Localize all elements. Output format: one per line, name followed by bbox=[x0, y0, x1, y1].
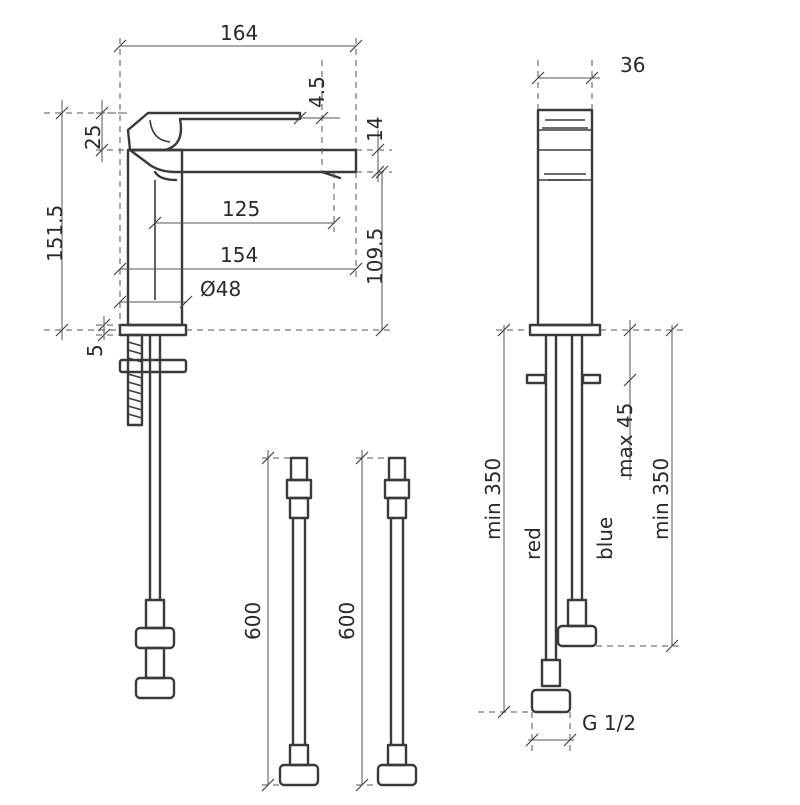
hose2-top-nut bbox=[383, 478, 411, 500]
dim-109-5: 109.5 bbox=[363, 228, 387, 285]
front-handle-lines bbox=[542, 119, 588, 129]
hose1-top-nut bbox=[285, 478, 313, 500]
dim-14: 14 bbox=[363, 117, 387, 142]
hose-crimp bbox=[144, 598, 166, 630]
front-view-faucet bbox=[525, 108, 602, 714]
hose1-bottom-nut bbox=[278, 763, 320, 787]
loose-hose-2 bbox=[376, 456, 418, 787]
hose1-top-fitting bbox=[289, 456, 309, 482]
front-base-plate bbox=[528, 323, 602, 337]
loose-hose-1 bbox=[278, 456, 320, 787]
spout-curve bbox=[153, 170, 178, 182]
hose2-bottom-nut bbox=[376, 763, 418, 787]
hose1-bottom-crimp bbox=[288, 743, 310, 767]
label-blue: blue bbox=[593, 517, 617, 560]
dim-164: 164 bbox=[220, 21, 258, 45]
front-view-dimensions: 36 min 350 red blue max 45 min 350 G 1/2 bbox=[478, 53, 684, 752]
side-view-dimensions: 164 4.5 25 151.5 14 109.5 125 bbox=[43, 21, 392, 357]
front-spout bbox=[537, 149, 593, 181]
hose-dimensions: 600 600 bbox=[241, 450, 388, 792]
dim-max-45: max 45 bbox=[613, 403, 637, 478]
dim-151-5: 151.5 bbox=[43, 205, 67, 262]
red-hose-crimp bbox=[540, 658, 562, 688]
dim-36: 36 bbox=[620, 53, 645, 77]
side-view-faucet bbox=[118, 111, 358, 700]
front-body bbox=[536, 108, 594, 327]
blue-hose-crimp bbox=[566, 598, 588, 628]
front-mount-nuts bbox=[525, 373, 602, 385]
hose1-top-crimp bbox=[288, 496, 310, 520]
front-handle-top bbox=[537, 109, 593, 131]
dim-4-5: 4.5 bbox=[305, 76, 329, 108]
red-hose-nut bbox=[530, 688, 572, 714]
dim-600-1: 600 bbox=[241, 602, 265, 640]
dim-5: 5 bbox=[83, 344, 107, 357]
dim-125: 125 bbox=[222, 197, 260, 221]
dim-154: 154 bbox=[220, 243, 258, 267]
dim-25: 25 bbox=[81, 125, 105, 150]
front-aerator bbox=[544, 173, 586, 181]
hose-nut-2 bbox=[134, 676, 176, 700]
spout bbox=[128, 148, 358, 174]
threaded-rod bbox=[126, 333, 144, 427]
dim-min-350-right: min 350 bbox=[649, 458, 673, 540]
label-red: red bbox=[521, 527, 545, 560]
rod-thread bbox=[127, 341, 143, 419]
hose2-top-crimp bbox=[386, 496, 408, 520]
dim-600-2: 600 bbox=[335, 602, 359, 640]
dim-min-350-left: min 350 bbox=[481, 458, 505, 540]
hose-crimp-2 bbox=[144, 646, 166, 680]
dim-g-1-2: G 1/2 bbox=[582, 711, 636, 735]
hose-nut-1 bbox=[134, 626, 176, 650]
lever-edge bbox=[149, 119, 171, 143]
blue-hose-nut bbox=[556, 624, 598, 648]
hose2-top-fitting bbox=[387, 456, 407, 482]
hose2-bottom-crimp bbox=[386, 743, 408, 767]
dim-diameter-48: Ø48 bbox=[200, 277, 241, 301]
aerator bbox=[320, 170, 342, 180]
lever-handle bbox=[126, 111, 302, 152]
base-plate bbox=[118, 323, 188, 337]
mounting-plate bbox=[118, 358, 188, 374]
